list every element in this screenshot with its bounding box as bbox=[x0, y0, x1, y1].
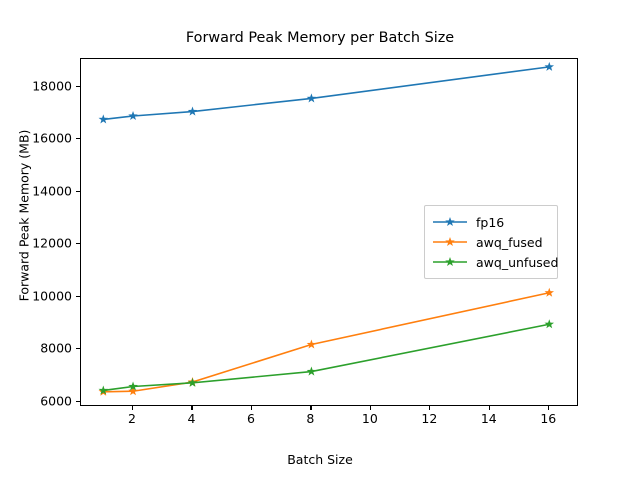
y-tick-label: 12000 bbox=[32, 235, 72, 251]
legend-marker-icon-0 bbox=[432, 215, 468, 229]
line-awq_fused bbox=[103, 291, 550, 393]
y-axis-tick-labels: 6000 8000 10000 12000 14000 16000 18000 bbox=[0, 0, 72, 480]
x-tick-label: 16 bbox=[540, 411, 557, 426]
x-tick-mark bbox=[488, 406, 490, 410]
marker-awq_fused-8 bbox=[306, 339, 317, 349]
y-tick-mark bbox=[76, 348, 80, 350]
marker-awq_unfused-8 bbox=[306, 366, 317, 376]
y-tick-mark bbox=[76, 190, 80, 192]
marker-awq_fused-2 bbox=[128, 386, 138, 396]
legend-marker-icon-2 bbox=[432, 255, 468, 269]
legend-item-0[interactable]: fp16 bbox=[432, 212, 549, 232]
x-tick-label: 2 bbox=[128, 411, 136, 426]
series-awq_unfused bbox=[98, 319, 555, 395]
x-tick-label: 14 bbox=[480, 411, 497, 426]
y-tick-mark bbox=[76, 243, 80, 245]
x-tick-mark bbox=[429, 406, 431, 410]
x-tick-label: 4 bbox=[187, 411, 196, 426]
marker-fp16-8 bbox=[306, 93, 317, 103]
chart-title: Forward Peak Memory per Batch Size bbox=[185, 30, 455, 46]
x-tick-mark bbox=[310, 406, 312, 410]
series-lines bbox=[98, 61, 555, 396]
y-tick-label: 10000 bbox=[32, 288, 72, 304]
x-tick-label: 6 bbox=[246, 411, 255, 426]
marker-awq_unfused-16 bbox=[544, 319, 555, 329]
series-fp16 bbox=[98, 61, 555, 124]
y-tick-mark bbox=[76, 85, 80, 87]
marker-fp16-16 bbox=[544, 61, 555, 71]
legend-item-2[interactable]: awq_unfused bbox=[432, 252, 558, 272]
x-tick-mark bbox=[250, 406, 253, 410]
marker-fp16-1 bbox=[98, 114, 109, 124]
legend-marker-icon-1 bbox=[432, 235, 468, 249]
x-tick-mark bbox=[548, 406, 550, 410]
y-tick-label: 18000 bbox=[32, 78, 72, 94]
line-fp16 bbox=[103, 66, 550, 121]
y-tick-mark bbox=[76, 295, 80, 297]
legend-label-2: awq_unfused bbox=[476, 254, 559, 270]
legend-label-1: awq_fused bbox=[476, 234, 543, 250]
marker-awq_fused-16 bbox=[544, 287, 555, 297]
x-tick-mark bbox=[132, 406, 134, 410]
legend-item-1[interactable]: awq_fused bbox=[432, 232, 549, 252]
y-tick-label: 14000 bbox=[32, 183, 72, 199]
line-awq_unfused bbox=[103, 323, 550, 392]
y-tick-label: 8000 bbox=[40, 340, 72, 356]
marker-awq_unfused-2 bbox=[128, 381, 138, 391]
x-tick-label: 8 bbox=[306, 411, 315, 426]
x-tick-label: 12 bbox=[421, 411, 438, 426]
legend-box: fp16 awq_fused awq_unfused bbox=[424, 205, 558, 279]
y-tick-label: 6000 bbox=[40, 393, 72, 409]
x-tick-label: 10 bbox=[361, 411, 378, 426]
x-tick-mark bbox=[191, 406, 193, 410]
marker-fp16-4 bbox=[187, 106, 198, 116]
y-tick-mark bbox=[76, 138, 80, 140]
y-tick-mark bbox=[76, 400, 80, 402]
series-awq_fused bbox=[98, 287, 555, 396]
marker-fp16-2 bbox=[128, 110, 138, 121]
marker-awq_unfused-1 bbox=[98, 385, 109, 395]
x-tick-mark bbox=[369, 406, 371, 410]
x-axis-label: Batch Size bbox=[287, 452, 353, 467]
y-tick-label: 16000 bbox=[32, 130, 72, 146]
marker-awq_unfused-4 bbox=[187, 377, 198, 387]
legend-label-0: fp16 bbox=[476, 214, 505, 230]
